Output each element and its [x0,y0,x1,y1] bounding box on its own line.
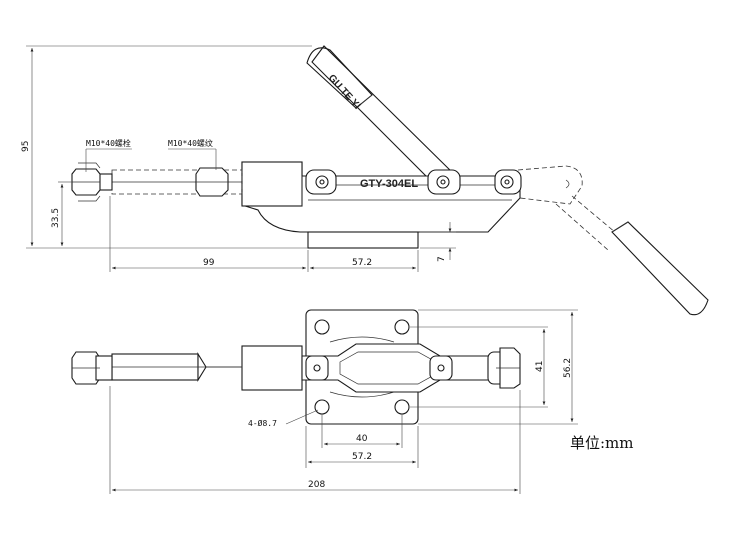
thread-label: M10*40螺纹 [168,138,213,148]
pivot-mid [427,169,461,195]
dim-hole-spacing: 40 [356,434,368,444]
model-label: GTY-304EL [360,178,418,190]
dim-height-total: 95 [21,141,31,152]
mount-hole-1 [314,319,330,335]
plunger-rod-top [71,351,242,385]
dim-base-thickness: 7 [437,256,447,262]
handle-lowered [517,165,709,316]
dim-base-length-top: 57.2 [352,452,372,462]
dim-overall-length: 208 [308,480,325,490]
clamp-body [241,161,521,249]
dim-base-length-side: 57.2 [352,258,372,268]
top-view: 4-Ø8.7 41 56.2 40 57.2 208 [71,309,578,494]
bolt-label: M10*40螺栓 [86,138,131,148]
dim-hole-width: 41 [535,361,545,372]
pivot-right [494,169,522,195]
dim-length-front: 99 [203,258,215,268]
mount-hole-2 [394,319,410,335]
side-view: GU TE YI GTY-304EL [21,45,709,316]
hole-label: 4-Ø8.7 [248,418,277,428]
plunger-rod [71,162,243,202]
dim-base-width: 56.2 [563,358,573,378]
units-label: 单位:mm [570,434,634,452]
top-linkage [241,343,521,393]
dim-spindle-height: 33.5 [51,208,61,228]
pivot-left [305,169,337,195]
handle-raised [306,45,457,189]
